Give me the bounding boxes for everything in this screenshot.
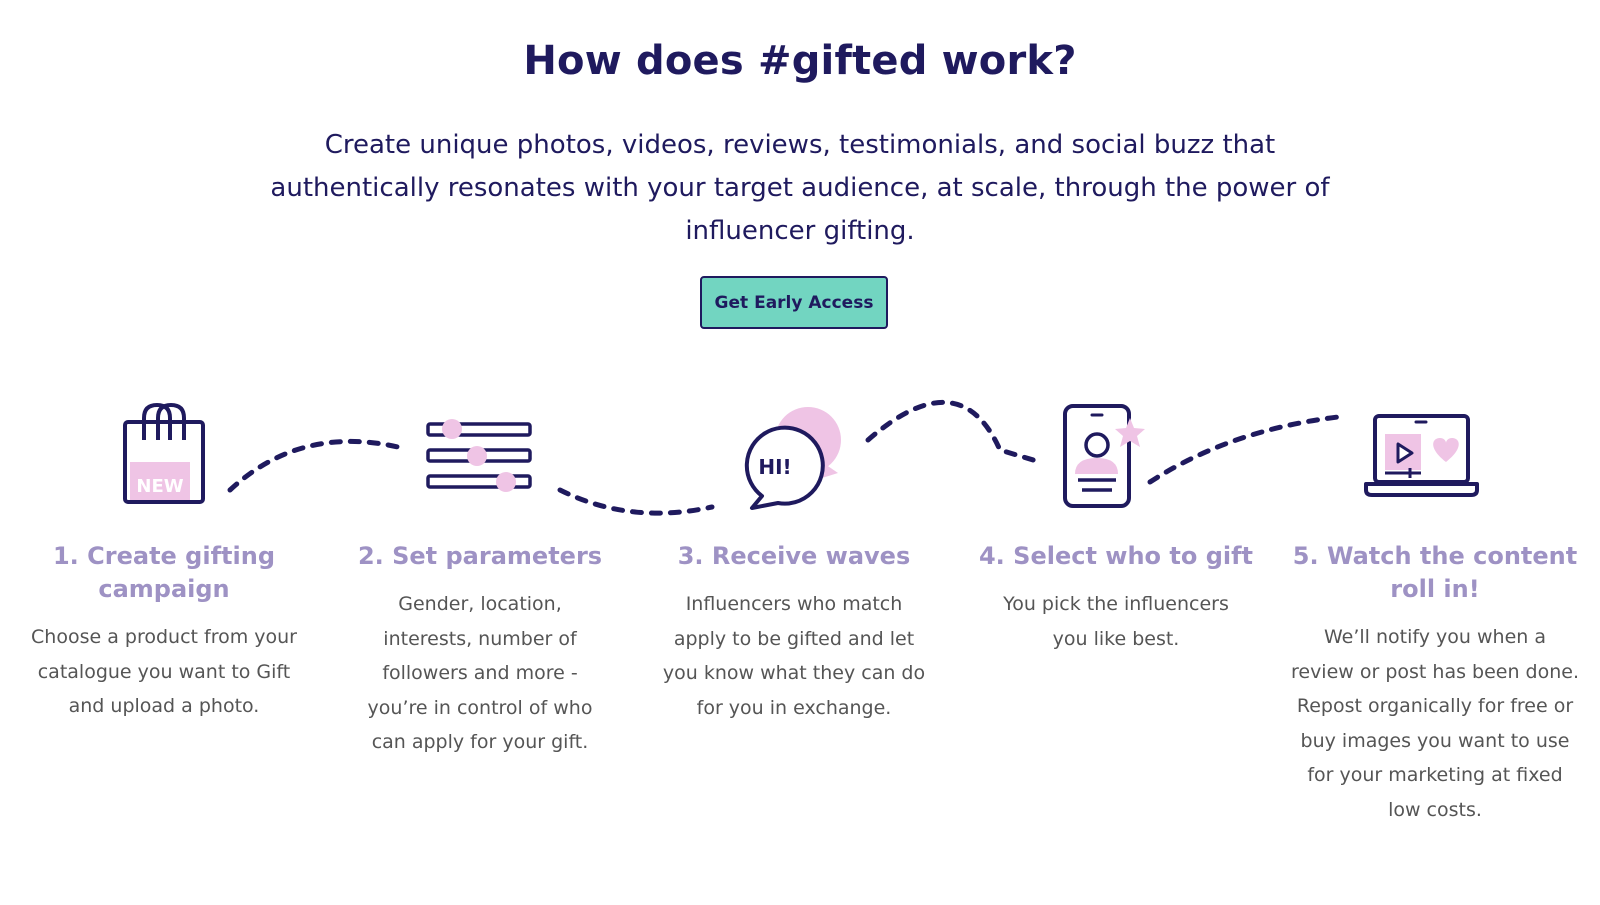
shopping-bag-icon: NEW [123, 402, 205, 504]
step-1-title: 1. Create gifting campaign [52, 542, 275, 603]
step-1-description: Choose a product from your catalogue you… [31, 626, 297, 717]
laptop-video-icon [1364, 414, 1479, 497]
step-4-description: You pick the influencers you like best. [1003, 593, 1229, 650]
step-3-title: 3. Receive waves [677, 542, 911, 570]
step-2-description: Gender, location, interests, number of f… [367, 593, 593, 753]
sliders-icon [426, 419, 532, 492]
dotted-path [227, 400, 1341, 516]
step-5: 5. Watch the content roll in! We’ll noti… [1290, 540, 1580, 827]
step-2-title: 2. Set parameters [357, 542, 603, 570]
page-subtitle: Create unique photos, videos, reviews, t… [270, 130, 1330, 246]
phone-profile-icon [1063, 404, 1145, 508]
speech-bubble-icon: HI! [744, 407, 841, 510]
heart-icon [1433, 438, 1459, 462]
step-4: 4. Select who to gift You pick the influ… [966, 540, 1266, 656]
get-early-access-button[interactable]: Get Early Access [700, 276, 888, 329]
step-5-title: 5. Watch the content roll in! [1292, 542, 1578, 603]
bag-badge-text: NEW [136, 476, 183, 497]
step-1: 1. Create gifting campaign Choose a prod… [24, 540, 304, 724]
step-4-title: 4. Select who to gift [978, 542, 1254, 570]
bubble-text: HI! [758, 455, 791, 479]
step-3-description: Influencers who match apply to be gifted… [662, 593, 926, 719]
star-icon [1115, 418, 1145, 447]
step-5-description: We’ll notify you when a review or post h… [1290, 626, 1580, 821]
step-2: 2. Set parameters Gender, location, inte… [352, 540, 608, 760]
step-3: 3. Receive waves Influencers who match a… [660, 540, 928, 725]
page-title: How does #gifted work? [523, 38, 1077, 84]
